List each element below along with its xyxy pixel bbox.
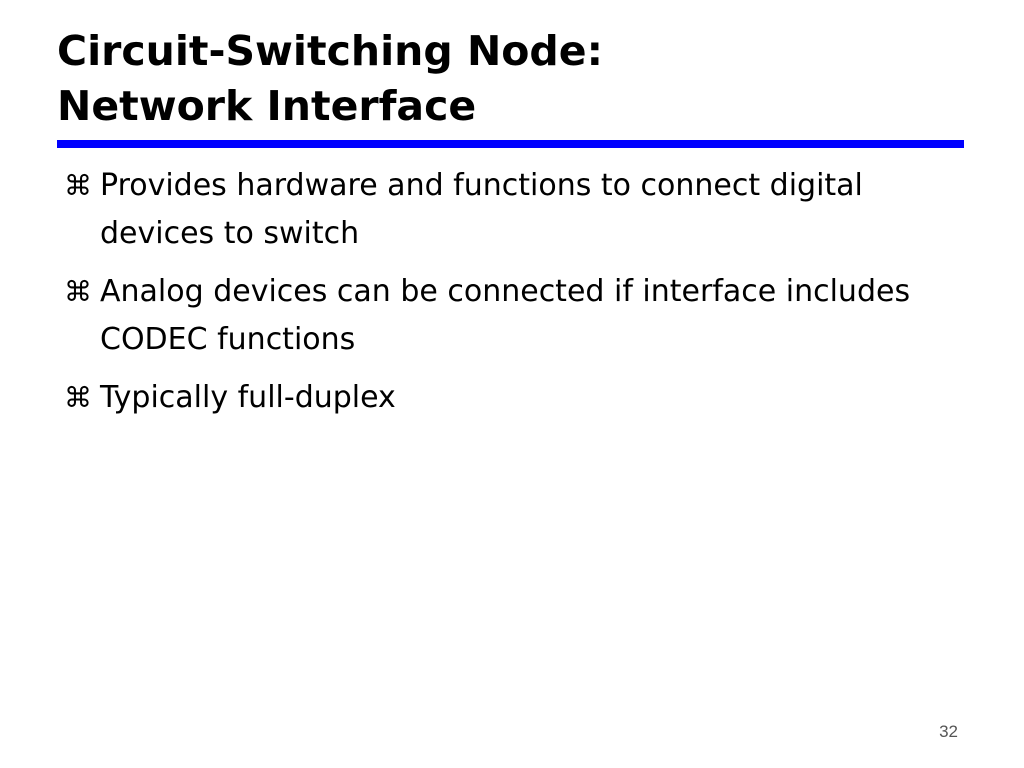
command-key-icon: ⌘	[64, 381, 92, 414]
bullet-text-2: Analog devices can be connected if inter…	[100, 274, 911, 357]
slide-title-line-1: Circuit-Switching Node:	[57, 27, 603, 75]
title-underline	[57, 140, 964, 148]
bullet-item-1: ⌘ Provides hardware and functions to con…	[64, 162, 944, 258]
bullet-item-2: ⌘ Analog devices can be connected if int…	[64, 268, 944, 364]
bullet-text-3: Typically full-duplex	[100, 380, 396, 415]
bullet-list: ⌘ Provides hardware and functions to con…	[64, 162, 944, 432]
page-number: 32	[939, 722, 958, 741]
command-key-icon: ⌘	[64, 275, 92, 308]
command-key-icon: ⌘	[64, 169, 92, 202]
bullet-text-1: Provides hardware and functions to conne…	[100, 168, 863, 251]
slide-title-line-2: Network Interface	[57, 82, 477, 130]
bullet-item-3: ⌘ Typically full-duplex	[64, 374, 944, 422]
slide-title: Circuit-Switching Node: Network Interfac…	[57, 24, 957, 134]
